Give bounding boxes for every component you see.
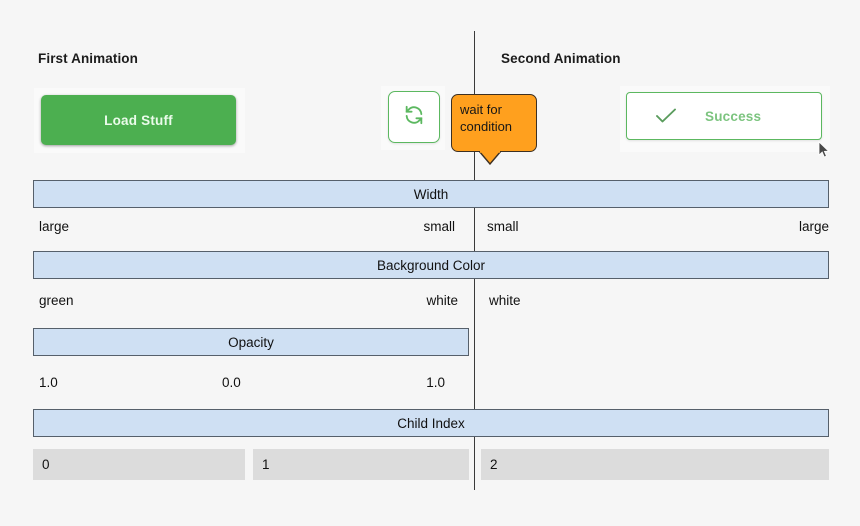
callout-tail-icon	[477, 150, 503, 166]
child-index-chip-0-label: 0	[42, 457, 50, 472]
child-index-chip-2-label: 2	[490, 457, 498, 472]
property-bar-background-color[interactable]: Background Color	[33, 251, 829, 279]
property-bar-background-color-label: Background Color	[376, 257, 486, 273]
success-button-label: Success	[705, 108, 762, 124]
background-color-value-second-start: white	[489, 293, 521, 308]
property-bar-child-index-label: Child Index	[397, 415, 465, 431]
child-index-chip-1[interactable]: 1	[253, 449, 469, 480]
width-value-second-end: large	[798, 219, 829, 234]
refresh-icon	[403, 104, 425, 131]
property-bar-opacity[interactable]: Opacity	[33, 328, 469, 356]
second-animation-title: Second Animation	[501, 51, 621, 66]
child-index-chip-2[interactable]: 2	[481, 449, 829, 480]
first-animation-title: First Animation	[38, 51, 139, 66]
property-bar-child-index[interactable]: Child Index	[33, 409, 829, 437]
background-color-value-first-end: white	[426, 293, 458, 308]
wait-for-condition-label: wait for condition	[460, 102, 513, 134]
opacity-value-end: 1.0	[426, 375, 445, 390]
property-bar-opacity-label: Opacity	[228, 334, 274, 350]
child-index-chip-1-label: 1	[262, 457, 270, 472]
property-bar-width-label: Width	[413, 186, 449, 202]
success-button[interactable]: Success	[626, 92, 822, 140]
width-value-first-start: large	[39, 219, 70, 234]
width-value-second-start: small	[487, 219, 519, 234]
wait-for-condition-callout[interactable]: wait for condition	[451, 94, 537, 152]
background-color-value-first-start: green	[39, 293, 74, 308]
opacity-value-middle: 0.0	[222, 375, 241, 390]
check-icon	[656, 108, 676, 124]
property-bar-width[interactable]: Width	[33, 180, 829, 208]
mouse-cursor-icon	[818, 141, 830, 159]
child-index-chip-0[interactable]: 0	[33, 449, 245, 480]
opacity-value-start: 1.0	[39, 375, 58, 390]
load-stuff-button-label: Load Stuff	[104, 112, 173, 128]
refresh-button[interactable]	[388, 91, 440, 143]
width-value-first-end: small	[423, 219, 455, 234]
load-stuff-button[interactable]: Load Stuff	[41, 95, 236, 145]
